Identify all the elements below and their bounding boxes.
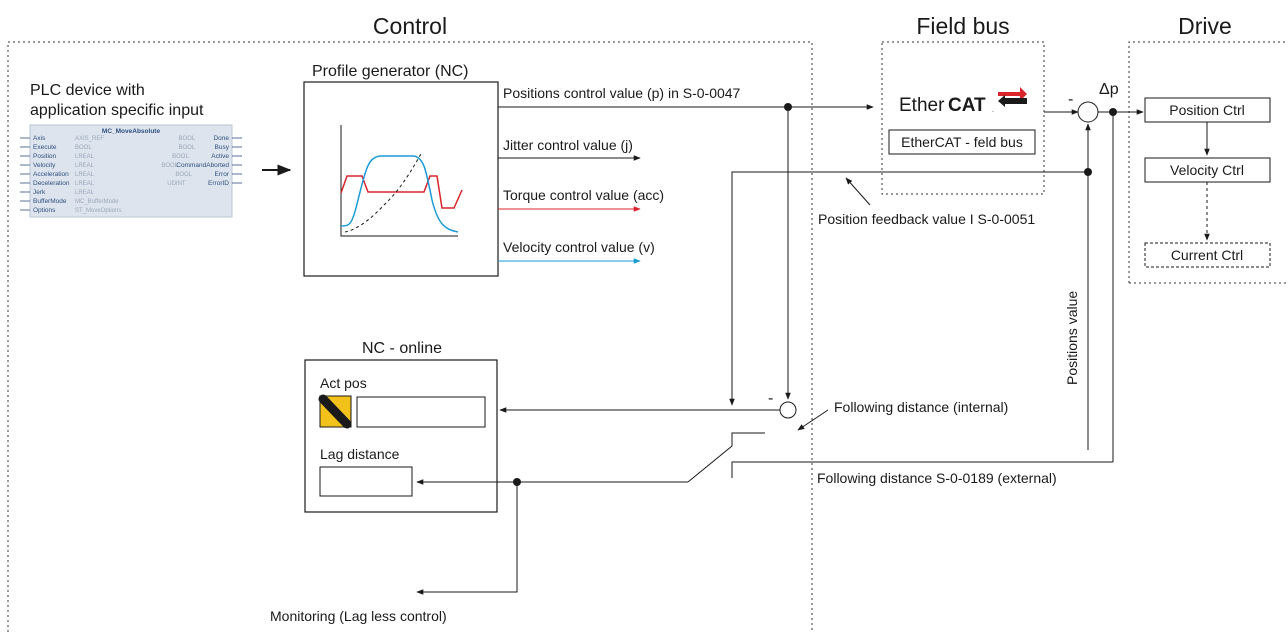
label-monitoring: Monitoring (Lag less control) [270,608,447,624]
label-torque-control: Torque control value (acc) [503,187,664,203]
section-title-control: Control [373,13,447,39]
curve-axes [340,125,458,237]
ethercat-logo-left: Ether [899,95,945,116]
position-ctrl-box [1144,97,1271,123]
profile-generator-box [303,81,499,277]
velocity-ctrl-label: Velocity Ctrl [1170,162,1244,178]
fb-input-name: Jerk [33,189,46,196]
fb-name: MC_MoveAbsolute [102,128,161,135]
line-monitoring [416,482,518,595]
current-ctrl-box [1144,242,1271,268]
ethercat-logo: Ether CAT . [899,87,1027,116]
drive-boundary [1128,41,1288,283]
fb-output-type: BOOL [175,172,192,178]
fb-input-name: BufferMode [33,198,67,205]
fb-input-name: Execute [33,144,57,151]
section-title-fieldbus: Field bus [916,13,1009,39]
profile-curves [340,125,463,237]
ethercat-feldbus-box [888,129,1036,155]
plc-title-line2: application specific input [30,102,204,119]
profile-title: Profile generator (NC) [312,63,469,80]
ethercat-arrow-right-icon [998,87,1027,101]
fb-input-type: LREAL [75,172,95,178]
nc-online-title: NC - online [362,340,442,357]
label-jitter-control: Jitter control value (j) [503,137,633,153]
fb-output-type: UDINT [167,181,186,187]
line-feedback-to-nc [729,171,1088,406]
label-position-control: Positions control value (p) in S-0-0047 [503,85,741,101]
position-ctrl-label: Position Ctrl [1169,102,1244,118]
current-ctrl-label: Current Ctrl [1171,247,1243,263]
fb-input-name: Velocity [33,162,56,169]
section-boundaries [7,41,1288,632]
fb-input-type: ST_MoveOptions [75,208,121,214]
pointer-position-feedback [845,177,871,206]
fb-input-name: Axis [33,135,46,142]
act-pos-value-field [356,396,486,428]
fb-input-type: MC_BufferMode [75,199,119,205]
line-following-external [731,461,1113,478]
curve-position [344,151,423,233]
ethercat-arrow-left-icon [998,95,1027,107]
fb-output-name: Busy [215,144,230,151]
fb-output-type: BOOL [172,154,189,160]
fb-output-type: BOOL [161,163,178,169]
fb-input-name: Options [33,207,56,214]
section-title-drive: Drive [1178,13,1232,39]
label-position-feedback: Position feedback value I S-0-0051 [818,211,1035,227]
label-positions-value: Positions value [1064,291,1080,385]
fb-input-type: AXIS_REF [75,136,104,142]
lag-distance-label: Lag distance [320,446,400,462]
fieldbus-boundary [881,41,1045,195]
fb-input-type: LREAL [75,181,95,187]
fb-input-type: LREAL [75,163,95,169]
label-velocity-control: Velocity control value (v) [503,239,655,255]
act-pos-label: Act pos [320,375,367,391]
act-pos-switch-icon [318,394,352,429]
fb-output-name: Done [213,135,229,142]
fb-input-name: Deceleration [33,180,70,187]
curve-torque [340,175,463,209]
fb-input-type: LREAL [75,154,95,160]
delta-p-label: Δp [1099,81,1119,98]
label-following-internal: Following distance (internal) [834,399,1008,415]
fb-body [29,124,233,218]
fb-output-name: Active [211,153,229,160]
fb-input-name: Acceleration [33,171,69,178]
ethercat-logo-right: CAT [948,95,986,116]
fb-input-type: BOOL [75,145,92,151]
nc-summation-node [779,401,797,419]
drive-summation-node [1077,101,1099,123]
label-following-external: Following distance S-0-0189 (external) [817,470,1057,486]
fb-output-name: CommandAborted [176,162,229,169]
fb-input-type: LREAL [75,190,95,196]
plc-title-line1: PLC device with [30,82,145,99]
drive-sum-minus: - [1068,91,1073,108]
fb-output-type: BOOL [179,136,196,142]
curve-velocity [340,155,459,233]
fb-input-name: Position [33,153,57,160]
lag-distance-value-field [319,466,413,497]
fb-output-name: ErrorID [208,180,229,187]
nc-sum-minus: - [768,390,773,407]
control-boundary [7,41,813,632]
ethercat-logo-mark: . [992,107,994,114]
switch-lag-source [687,432,765,483]
pointer-following-internal [797,409,829,431]
fb-output-type: BOOL [179,145,196,151]
velocity-ctrl-box [1144,157,1271,183]
ethercat-feldbus-label: EtherCAT - feld bus [901,134,1023,150]
fb-output-name: Error [215,171,230,178]
